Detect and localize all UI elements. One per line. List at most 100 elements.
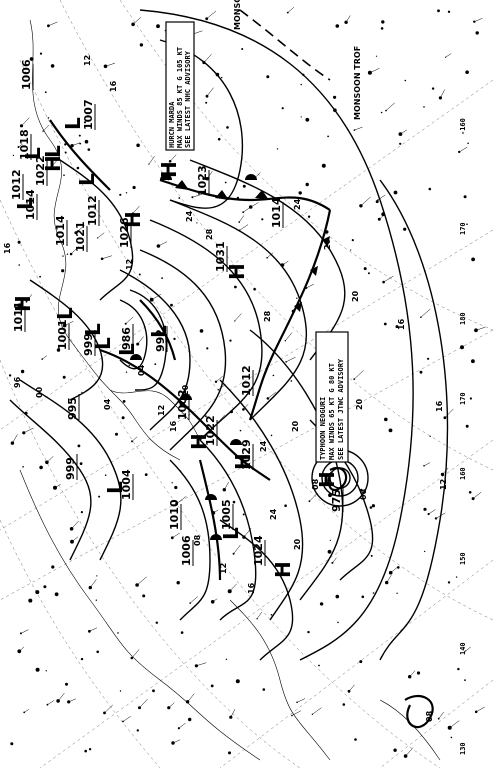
station-dot xyxy=(180,631,184,634)
pressure-center-value: 1023 xyxy=(196,165,209,196)
station-dot xyxy=(152,689,155,693)
station-dot xyxy=(383,322,387,326)
station-dot xyxy=(210,684,214,688)
wind-barb xyxy=(105,62,116,67)
station-dot xyxy=(62,255,64,257)
station-dot xyxy=(403,227,407,231)
station-dot xyxy=(88,748,92,751)
station-dot xyxy=(399,142,402,145)
station-dot xyxy=(423,106,425,108)
station-dot xyxy=(318,664,320,667)
station-dot xyxy=(241,48,244,50)
high-pressure-marker: H xyxy=(11,295,35,312)
station-dot xyxy=(475,31,479,35)
station-dot xyxy=(372,592,375,594)
wind-barb xyxy=(296,698,306,703)
wind-barb xyxy=(158,241,168,247)
isobar-value-label: 04 xyxy=(137,364,146,376)
station-dot xyxy=(235,679,240,684)
pressure-center-value: 1005 xyxy=(220,499,233,530)
wind-barb xyxy=(213,509,219,514)
pressure-center-value: 1006 xyxy=(20,59,33,90)
station-dot xyxy=(307,630,310,634)
isobar-value-label: 12 xyxy=(219,563,228,574)
wind-barb xyxy=(215,376,223,382)
wind-barb xyxy=(178,722,186,729)
wind-barb xyxy=(472,492,482,499)
wind-barb xyxy=(354,126,363,131)
station-dot xyxy=(428,187,432,191)
station-dot xyxy=(136,729,139,732)
lon-label: 160 xyxy=(459,467,467,480)
isobar-value-label: 04 xyxy=(103,398,112,410)
station-dot xyxy=(125,371,128,373)
hurricane-advisory-box: HURCN MARDA MAX WINDS 85 KT G 105 KT SEE… xyxy=(165,21,195,151)
wind-barb xyxy=(385,102,395,111)
station-dot xyxy=(239,429,242,432)
station-dot xyxy=(221,76,223,79)
station-dot xyxy=(202,177,205,180)
wind-barb xyxy=(131,436,138,442)
isobar-value-label: 96 xyxy=(13,376,22,388)
pressure-center-value: 975 xyxy=(330,489,343,512)
station-dot xyxy=(39,275,41,278)
station-dot xyxy=(375,55,378,57)
pressure-center-value: 1012 xyxy=(10,169,23,200)
typhoon-advisory-line-3: SEE LATEST JTWC ADVISORY xyxy=(337,358,345,460)
station-dot xyxy=(80,510,83,514)
station-dot xyxy=(455,576,458,578)
wind-barb xyxy=(42,124,50,132)
station-dot xyxy=(50,64,55,68)
isobar-value-label: 12 xyxy=(439,479,448,490)
wind-barb xyxy=(440,89,445,99)
station-dot xyxy=(63,341,65,343)
station-dot xyxy=(136,143,140,148)
wind-barb xyxy=(474,18,483,22)
station-dot xyxy=(139,43,144,47)
isobar-value-label: 20 xyxy=(323,238,332,250)
station-dot xyxy=(225,658,228,660)
wind-barb xyxy=(266,252,274,258)
pressure-center-value: 1012 xyxy=(240,365,253,396)
pressure-center-value: 1029 xyxy=(240,439,253,470)
station-dot xyxy=(77,444,81,448)
longitude-labels: -160 170 180 170 160 150 140 130 xyxy=(459,118,467,755)
station-dot xyxy=(224,181,227,184)
low-pressure-marker: L xyxy=(21,147,45,160)
station-dot xyxy=(450,736,453,739)
wind-barb xyxy=(212,598,218,603)
station-dot xyxy=(327,549,332,554)
station-dot xyxy=(342,703,346,706)
wind-barb xyxy=(423,462,431,467)
station-dot xyxy=(119,690,122,692)
wind-barb xyxy=(102,255,112,260)
station-dot xyxy=(65,682,68,686)
station-dot xyxy=(384,417,388,422)
hurricane-advisory-line-2: MAX WINDS 85 KT G 105 KT xyxy=(176,47,184,148)
wind-barb xyxy=(354,370,364,380)
lon-label: 180 xyxy=(459,312,467,325)
lon-label: 170 xyxy=(459,222,467,235)
station-dot xyxy=(229,339,232,342)
station-dot xyxy=(56,348,61,352)
wind-barb xyxy=(238,215,245,223)
wind-barb xyxy=(475,326,486,331)
station-dot xyxy=(381,20,385,24)
wind-barb xyxy=(405,747,414,757)
wind-barb xyxy=(233,544,241,554)
hurricane-advisory-line-1: HURCN MARDA xyxy=(168,101,176,148)
wind-barb xyxy=(476,706,485,713)
low-pressure-marker: L xyxy=(75,173,99,186)
station-dot xyxy=(188,717,192,722)
station-dot xyxy=(363,267,367,271)
station-dot xyxy=(335,594,340,599)
station-dot xyxy=(234,285,237,289)
high-pressure-marker: H xyxy=(41,155,65,172)
station-dot xyxy=(229,715,233,719)
isobar-value-label: 08 xyxy=(193,534,202,546)
station-dot xyxy=(79,462,83,465)
low-pressure-marker: L xyxy=(13,197,37,210)
station-dot xyxy=(465,424,469,428)
pressure-center-value: 1014 xyxy=(54,215,67,246)
